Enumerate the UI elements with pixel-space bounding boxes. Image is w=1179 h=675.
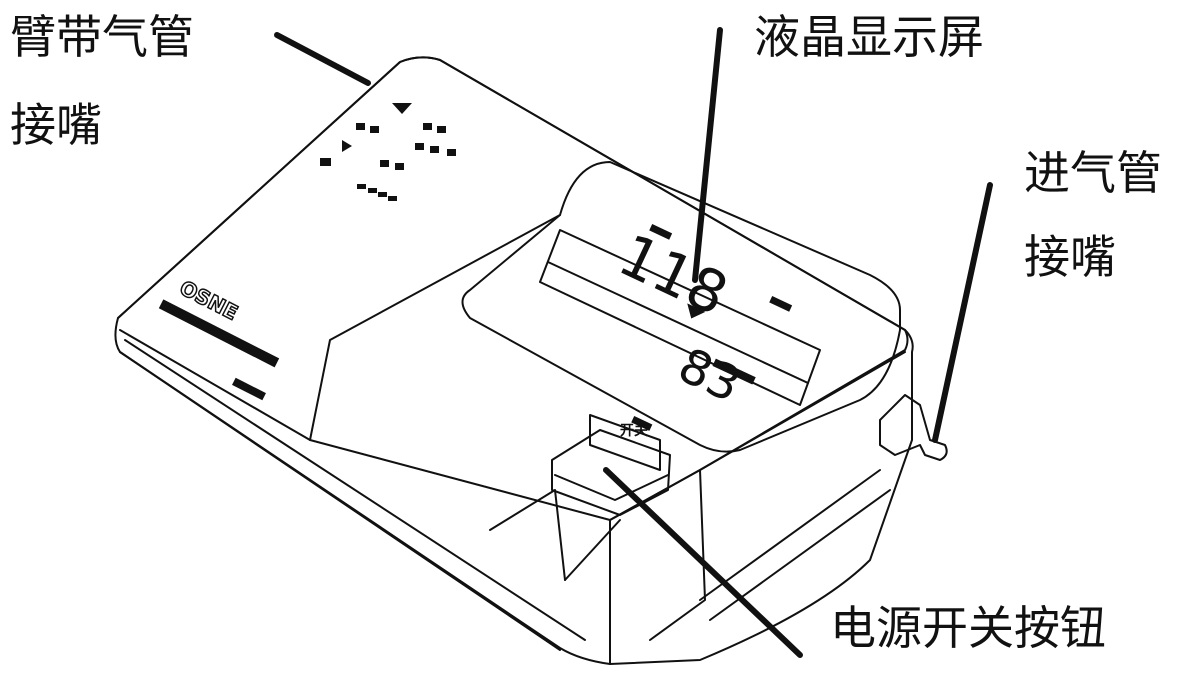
power-leader-line	[603, 467, 803, 658]
device-top-face	[117, 56, 909, 521]
intake-label-line1: 进气管	[1024, 146, 1162, 200]
button-arrow-icon	[342, 140, 352, 152]
display-housing	[461, 161, 901, 453]
lcd-readouts: 118 83	[609, 221, 749, 414]
arm-cuff-label-line2: 接嘴	[10, 98, 102, 152]
model-number	[232, 377, 266, 401]
brand-plate: OSNE	[158, 275, 280, 368]
arm-cuff-leader-line	[274, 32, 371, 86]
device-side-edge	[119, 351, 561, 651]
device-outline	[114, 56, 914, 665]
panel-symbols	[320, 103, 793, 431]
switch-label: 开关	[620, 422, 648, 439]
indicator-triangle-icon	[392, 103, 412, 114]
lcd-heart-indicator	[687, 303, 706, 319]
lcd-leader-line	[692, 27, 723, 283]
lcd-label: 液晶显示屏	[754, 10, 984, 64]
lcd-window	[539, 229, 821, 406]
intake-leader-line	[932, 182, 993, 443]
intake-label-line2: 接嘴	[1024, 230, 1116, 284]
arm-cuff-label-line1: 臂带气管	[10, 10, 194, 64]
power-label: 电源开关按钮	[830, 601, 1106, 655]
power-switch-recess	[589, 414, 661, 471]
power-switch-button	[551, 429, 671, 516]
lcd-systolic: 118	[609, 221, 738, 329]
